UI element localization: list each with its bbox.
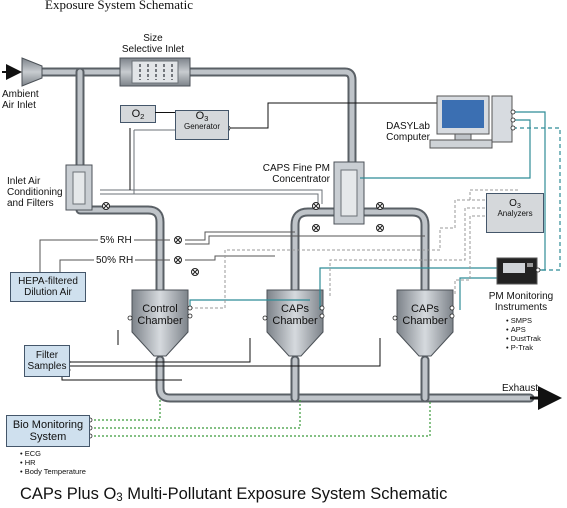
bio-item: HR [20,458,86,467]
caps2-line2: Chamber [402,315,448,327]
hepa-box: HEPA-filtered Dilution Air [10,272,86,302]
size-label-line1: Size [143,33,163,44]
inlet-line2: Conditioning [7,187,63,198]
inlet-line3: and Filters [7,198,54,209]
main-title-post: Multi-Pollutant Exposure System Schemati… [122,485,448,503]
pm-monitoring-label: PM Monitoring Instruments [478,291,564,313]
ambient-line1: Ambient [2,89,39,100]
o2-sub: 2 [140,112,145,121]
rh-5-label: 5% RH [98,235,134,246]
bio-item: Body Temperature [20,467,86,476]
pm-line1: PM Monitoring [488,291,554,302]
pm-instruments-list: SMPS APS DustTrak P-Trak [496,316,541,352]
o3-gen-pre: O [195,110,205,122]
teal-dashed-line [513,127,561,271]
pm-instrument-item: P-Trak [506,343,541,352]
size-selective-inlet-unit [119,57,191,87]
size-selective-inlet-label: Size Selective Inlet [118,33,188,55]
main-title: CAPs Plus O3 Multi-Pollutant Exposure Sy… [20,485,447,504]
inlet-line1: Inlet Air [7,176,41,187]
o3-analyzers-box: O3 Analyzers [486,193,544,233]
valves [102,202,384,276]
chamber-shapes [131,289,454,357]
inlet-air-label: Inlet Air Conditioning and Filters [7,176,63,209]
bio-item: ECG [20,449,86,458]
control-line1: Control [142,303,178,315]
pm-monitor-device-icon [496,257,538,285]
o3-an-pre: O [509,198,517,209]
filter-line1: Filter [35,350,59,361]
pm-line2: Instruments [494,302,548,313]
pm-instrument-item: APS [506,325,541,334]
bio-monitoring-box: Bio Monitoring System [6,415,90,447]
teal-data-lines [189,111,546,310]
control-chamber-label: Control Chamber [136,303,184,327]
dasylab-computer-label: DASYLab Computer [384,121,430,143]
o3-gen-sub: 3 [204,114,209,123]
bio-line1: Bio Monitoring [12,419,84,431]
main-title-pre: CAPs Plus O [20,485,117,503]
caps2-line1: CAPs [410,303,440,315]
computer-icon [429,95,513,149]
caps-concentrator-label: CAPS Fine PM Concentrator [258,163,330,185]
bio-list: ECG HR Body Temperature [10,449,86,476]
caps1-line1: CAPs [280,303,310,315]
conc-line2: Concentrator [272,174,330,185]
o3-generator-box: O3 Generator [175,110,229,140]
control-line2: Chamber [137,315,183,327]
o2-box: O2 [120,105,156,123]
bio-line2: System [29,431,67,443]
ambient-inlet-funnel [21,57,43,87]
hepa-line2: Dilution Air [24,287,72,298]
size-label-line2: Selective Inlet [121,44,185,55]
main-ducts [35,67,535,403]
o3-gen-line2: Generator [183,122,221,131]
o3-an-sub: 3 [516,203,521,210]
main-title-sub: 3 [116,492,123,504]
rh-50-label: 50% RH [94,255,136,266]
caps-chamber-1-label: CAPs Chamber [270,303,320,327]
hepa-line1: HEPA-filtered [18,276,78,287]
o2-to-generator-line [155,112,175,113]
filter-samples-box: Filter Samples [24,345,70,377]
conc-line1: CAPS Fine PM [262,163,330,174]
pm-instrument-item: SMPS [506,316,541,325]
top-title: Exposure System Schematic [45,0,194,12]
caps1-line2: Chamber [272,315,318,327]
caps-chamber-2-label: CAPs Chamber [400,303,450,327]
o3-an-line2: Analyzers [497,209,533,218]
pm-instrument-item: DustTrak [506,334,541,343]
ambient-air-inlet-label: Ambient Air Inlet [2,89,39,111]
bio-signal-lines [90,400,431,437]
o3-sample-lines [190,189,520,309]
ambient-line2: Air Inlet [2,100,36,111]
filter-line2: Samples [27,361,67,372]
dasylab-line2: Computer [386,132,430,143]
dasylab-line1: DASYLab [386,121,430,132]
exhaust-label: Exhaust [502,383,539,394]
connector-dots [65,109,541,439]
o2-pre: O [131,108,141,120]
